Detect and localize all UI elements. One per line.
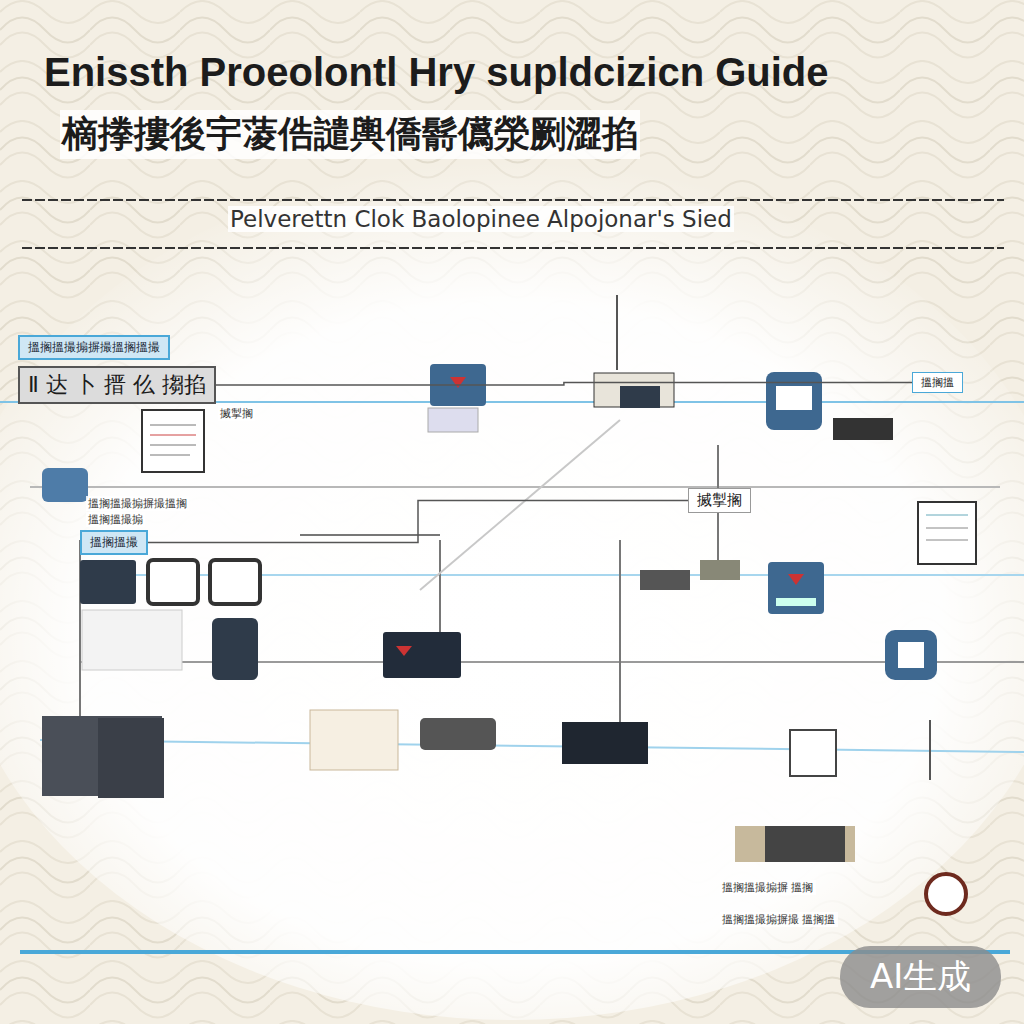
tag-band: 搵搁搵撮搧摒撮搵搁搵撮 xyxy=(18,335,170,360)
node-text: Ⅱ 达 卜 搢 仫 搊掐 xyxy=(28,370,206,400)
note-label: 搵搁搵撮搧摒撮搵搁 xyxy=(86,496,189,511)
node-text: 搵搁搵撮 xyxy=(90,534,138,551)
node-text: 搵搁搵 xyxy=(921,375,954,390)
tag-box: 搵搁搵 xyxy=(912,372,963,393)
note-label: 搵搁搵撮搧摒 搵搁 xyxy=(720,880,816,895)
connector xyxy=(148,501,688,543)
heading-band: Ⅱ 达 卜 搢 仫 搊掐 xyxy=(18,366,216,404)
subtitle: Pelverettn Clok Baolopinee Alpojonar's S… xyxy=(228,206,734,232)
note-label: 搵搁搵撮搧 xyxy=(86,512,145,527)
connector xyxy=(216,383,912,386)
node-text: 搣掣搁 xyxy=(697,491,742,510)
note-label: 搣掣搁 xyxy=(218,406,255,421)
note-label: 搵搁搵撮搧摒撮 搵搁搵 xyxy=(720,912,838,927)
watermark: AI生成 xyxy=(840,946,1001,1008)
tag-box: 搣掣搁 xyxy=(688,488,751,513)
title: Enissth Proeolontl Hry supldcizicn Guide xyxy=(44,50,829,95)
node-text: 搵搁搵撮搧摒撮搵搁搵撮 xyxy=(28,339,160,356)
subtitle-cjk: 樀搼摟後宇蓤俈譴輿僑鬋儰滎劂澀掐 xyxy=(60,110,640,159)
tag-band: 搵搁搵撮 xyxy=(80,530,148,555)
